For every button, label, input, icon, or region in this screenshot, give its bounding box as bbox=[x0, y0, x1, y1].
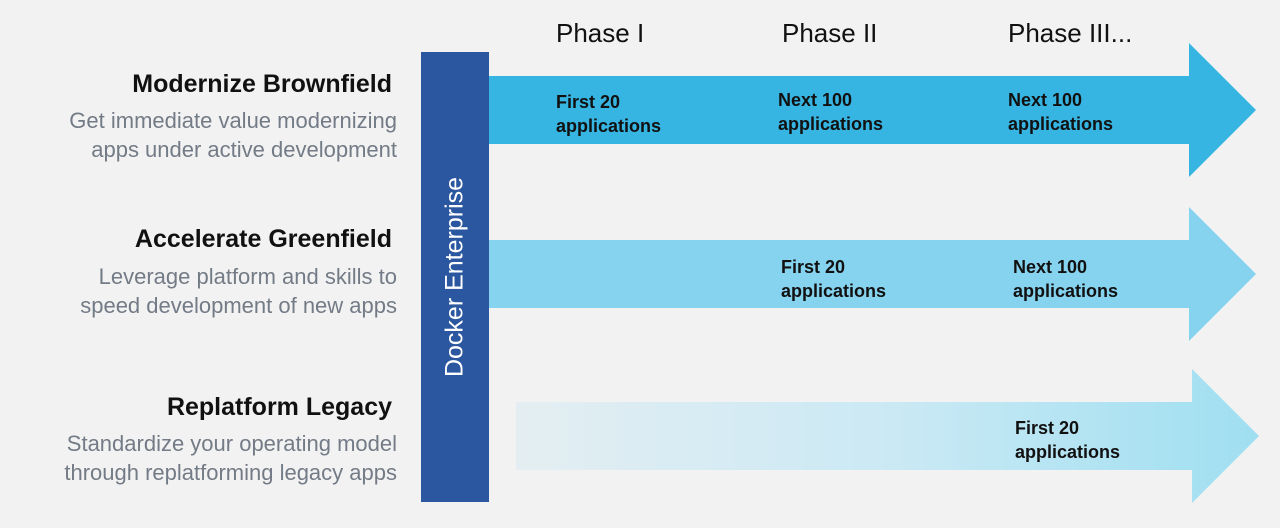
description-line: apps under active development bbox=[91, 137, 397, 162]
phase-1-header: Phase I bbox=[556, 18, 645, 48]
arrow-accelerate-greenfield bbox=[489, 207, 1256, 341]
greenfield-phase-2-cell: First 20 applications bbox=[781, 257, 887, 301]
row-title-replatform-legacy: Replatform Legacy bbox=[166, 393, 392, 421]
docker-enterprise-label: Docker Enterprise bbox=[440, 176, 469, 378]
arrow-replatform-legacy bbox=[516, 369, 1259, 503]
description-line: Standardize your operating model bbox=[66, 431, 397, 456]
arrow-modernize-brownfield bbox=[489, 43, 1256, 177]
legacy-phase-3-cell: First 20 applications bbox=[1015, 418, 1121, 462]
description-line: Get immediate value modernizing bbox=[69, 108, 397, 133]
row-description-accelerate-greenfield: Leverage platform and skills to speed de… bbox=[80, 262, 397, 320]
row-description-replatform-legacy: Standardize your operating model through… bbox=[64, 429, 397, 487]
phase-2-header: Phase II bbox=[782, 18, 878, 48]
description-line: Leverage platform and skills to bbox=[98, 264, 397, 289]
description-line: speed development of new apps bbox=[80, 293, 397, 318]
phase-3-header: Phase III... bbox=[1008, 18, 1133, 48]
row-description-modernize-brownfield: Get immediate value modernizing apps und… bbox=[69, 106, 397, 164]
description-line: through replatforming legacy apps bbox=[64, 460, 397, 485]
row-title-accelerate-greenfield: Accelerate Greenfield bbox=[134, 225, 392, 253]
row-title-modernize-brownfield: Modernize Brownfield bbox=[132, 70, 392, 98]
docker-enterprise-bar: Docker Enterprise bbox=[421, 52, 489, 502]
greenfield-phase-3-cell: Next 100 applications bbox=[1013, 257, 1119, 301]
brownfield-phase-3-cell: Next 100 applications bbox=[1008, 90, 1114, 134]
brownfield-phase-2-cell: Next 100 applications bbox=[778, 90, 884, 134]
brownfield-phase-1-cell: First 20 applications bbox=[556, 92, 662, 136]
